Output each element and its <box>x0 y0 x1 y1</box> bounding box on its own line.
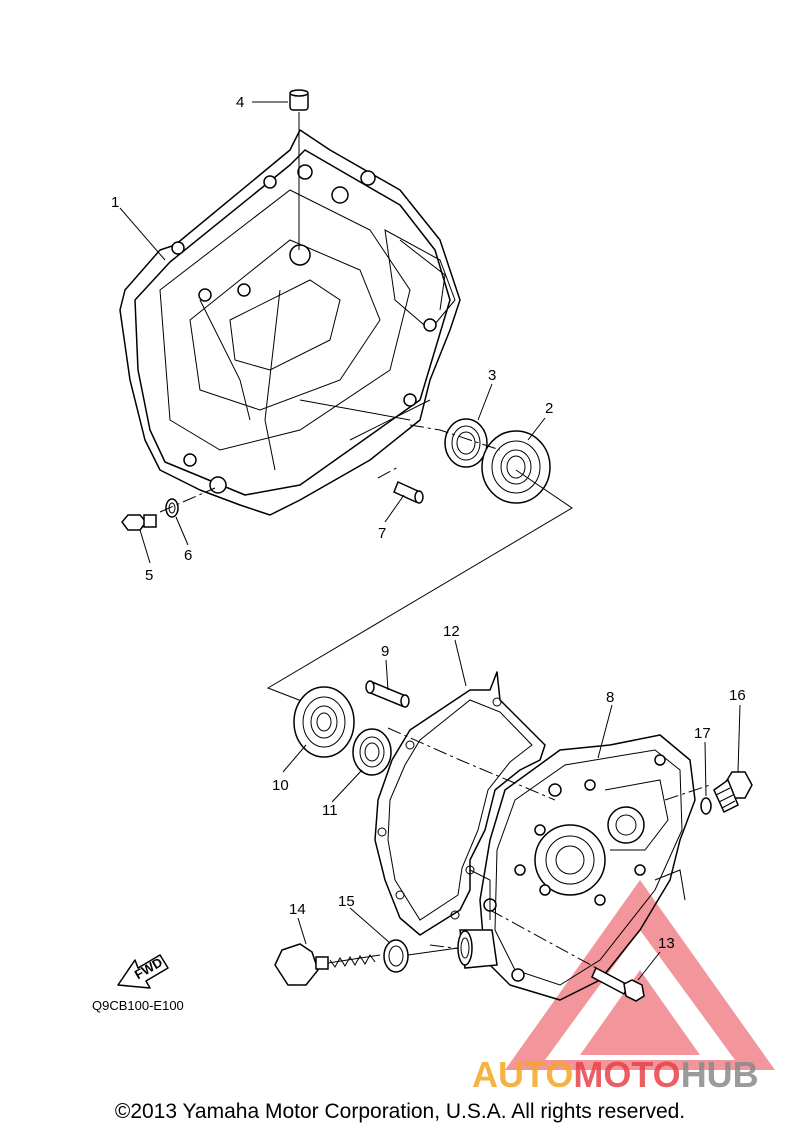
crankcase-left-drawing <box>119 129 461 516</box>
leader-lines <box>119 101 741 981</box>
part-5-bolt <box>121 514 157 531</box>
callout-3: 3 <box>488 367 496 384</box>
callout-8: 8 <box>606 689 614 706</box>
callout-14: 14 <box>289 901 306 918</box>
callout-13: 13 <box>658 935 675 952</box>
part-11-oil-seal <box>352 728 392 776</box>
part-9-dowel <box>365 680 410 708</box>
part-13-bolt <box>591 966 645 1002</box>
part-15-o-ring <box>383 939 459 973</box>
part-3-oil-seal <box>444 418 488 468</box>
callout-1: 1 <box>111 194 119 211</box>
part-17-washer <box>700 797 712 815</box>
watermark-moto: MOTO <box>573 1054 680 1095</box>
copyright-notice: ©2013 Yamaha Motor Corporation, U.S.A. A… <box>114 1100 686 1123</box>
part-6-washer <box>159 487 216 518</box>
part-10-bearing <box>293 686 355 758</box>
part-16-drain-plug <box>713 771 753 814</box>
callout-10: 10 <box>272 777 289 794</box>
part-14-dipstick <box>274 943 381 986</box>
part-7-dowel <box>377 466 424 504</box>
watermark-auto: AUTO <box>472 1054 573 1095</box>
alignment-lines <box>266 424 711 971</box>
fwd-arrow-icon: FWD <box>117 954 169 989</box>
watermark-text: AUTOMOTOHUB <box>472 1054 759 1095</box>
crankcase-right-drawing <box>457 734 696 1001</box>
part-2-bearing <box>481 430 551 504</box>
callout-17: 17 <box>694 725 711 742</box>
callout-12: 12 <box>443 623 460 640</box>
callout-4: 4 <box>236 94 244 111</box>
callout-15: 15 <box>338 893 355 910</box>
callout-5: 5 <box>145 567 153 584</box>
callout-16: 16 <box>729 687 746 704</box>
diagram-code: Q9CB100-E100 <box>92 998 184 1013</box>
watermark-hub: HUB <box>681 1054 759 1095</box>
part-12-gasket <box>374 671 546 936</box>
callout-labels: 1 2 3 4 5 6 7 8 9 10 11 12 13 14 15 16 1… <box>111 94 746 952</box>
callout-6: 6 <box>184 547 192 564</box>
callout-7: 7 <box>378 525 386 542</box>
callout-9: 9 <box>381 643 389 660</box>
part-4-collar <box>289 89 309 250</box>
callout-2: 2 <box>545 400 553 417</box>
callout-11: 11 <box>322 802 338 819</box>
fwd-label: FWD <box>132 954 165 982</box>
